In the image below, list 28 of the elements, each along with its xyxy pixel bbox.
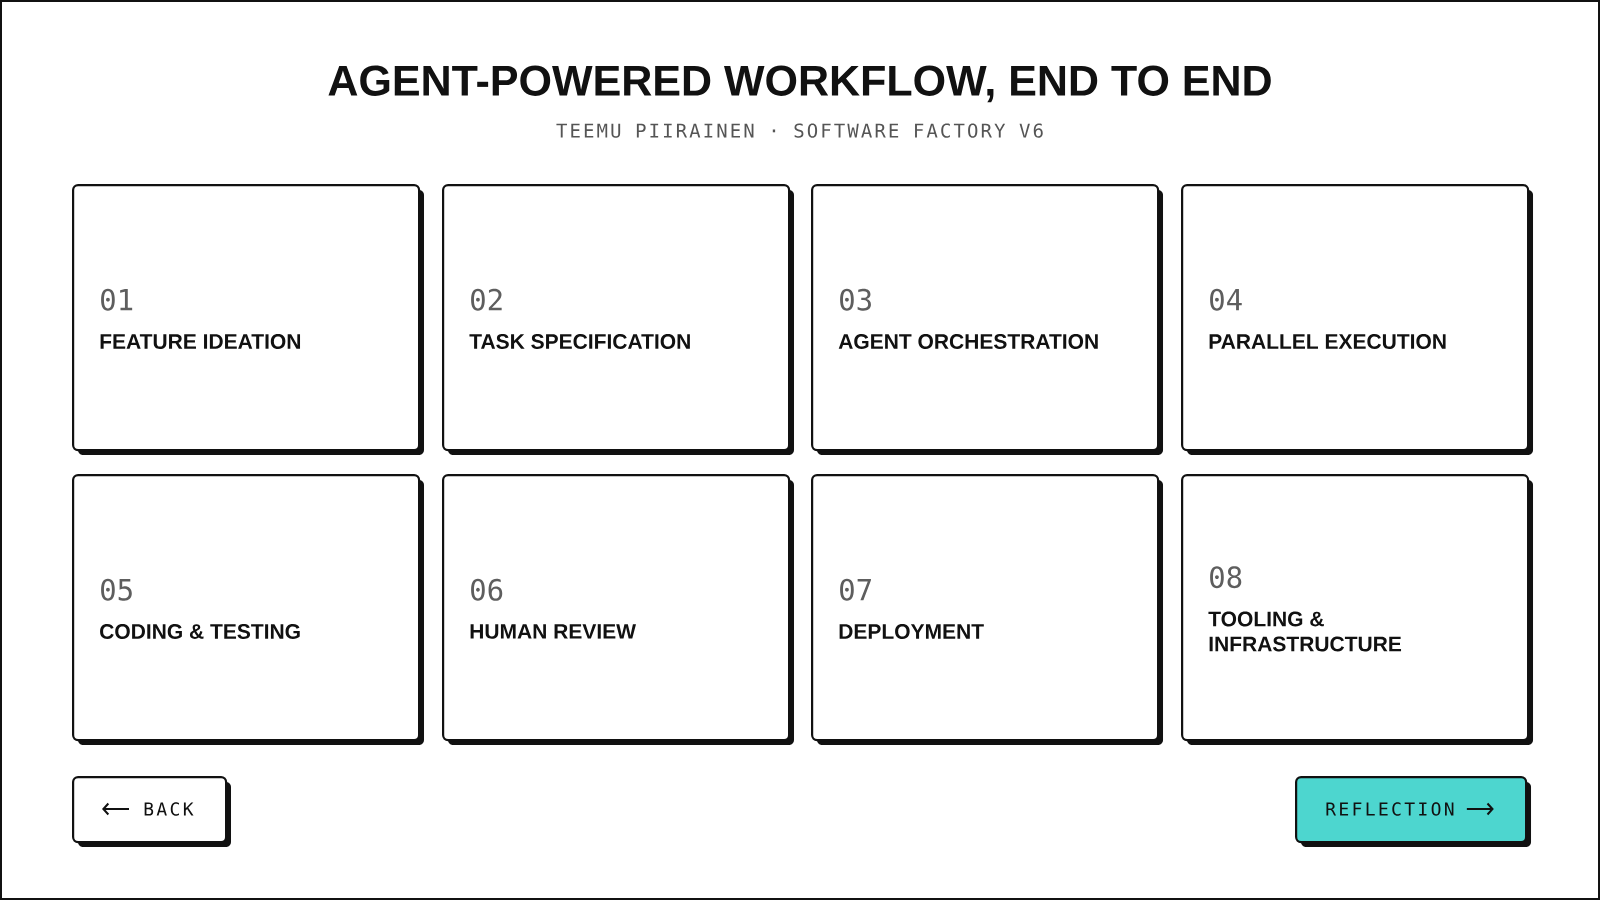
step-title: FEATURE IDEATION [100,334,301,349]
step-card [811,474,1163,745]
step-number: 05 [101,578,132,601]
next-button: REFLECTION [1295,776,1531,847]
step-title: HUMAN REVIEW [470,624,636,639]
step-title: AGENT ORCHESTRATION [838,334,1098,349]
step-title: TOOLING & INFRASTRUCTURE [1208,611,1402,652]
subtitle: TEEMU PIIRAINEN · SOFTWARE FACTORY V6 [556,123,1043,138]
step-card [1181,474,1533,745]
back-button: BACK [72,776,231,847]
step-title: CODING & TESTING [100,624,300,639]
step-card [1181,184,1533,455]
step-number: 03 [840,288,871,311]
step-card [442,184,794,455]
step-title: TASK SPECIFICATION [469,334,690,349]
step-card [72,474,424,745]
step-card [72,184,424,455]
step-number: 02 [471,288,502,311]
step-number: 01 [101,288,133,311]
step-title: PARALLEL EXECUTION [1209,334,1446,349]
step-card [811,184,1163,455]
step-title: DEPLOYMENT [839,624,984,639]
step-number: 06 [471,578,503,601]
step-number: 07 [840,578,871,601]
step-number: 08 [1210,566,1242,589]
title: AGENT-POWERED WORKFLOW, END TO END [328,65,1271,103]
step-number: 04 [1210,288,1242,311]
step-card [442,474,794,745]
